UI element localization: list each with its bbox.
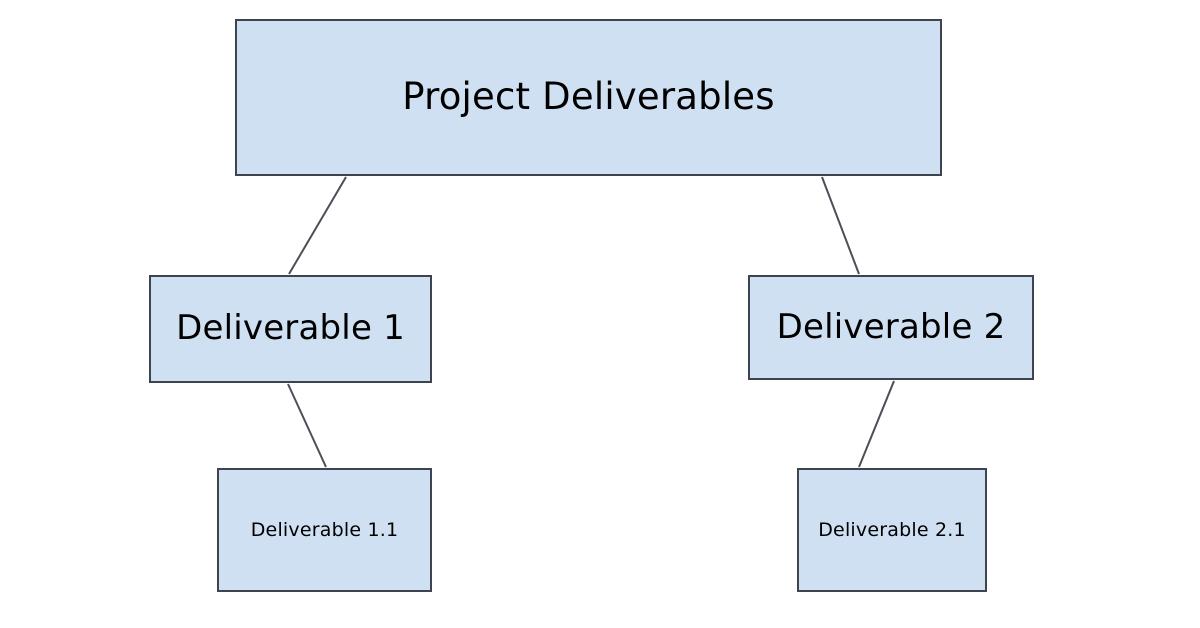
node-label-deliverable-1: Deliverable 1 [176, 308, 405, 349]
connector-root-to-deliverable-1 [288, 176, 347, 275]
node-deliverable-1-1[interactable]: Deliverable 1.1 [217, 468, 432, 592]
node-deliverable-2[interactable]: Deliverable 2 [748, 275, 1034, 380]
node-label-deliverable-1-1: Deliverable 1.1 [250, 518, 399, 541]
node-label-deliverable-2-1: Deliverable 2.1 [818, 518, 966, 541]
node-deliverable-2-1[interactable]: Deliverable 2.1 [797, 468, 987, 592]
node-label-project-deliverables: Project Deliverables [402, 75, 775, 119]
connector-root-to-deliverable-2 [821, 176, 860, 275]
node-deliverable-1[interactable]: Deliverable 1 [149, 275, 432, 383]
node-label-deliverable-2: Deliverable 2 [776, 306, 1006, 347]
node-project-deliverables[interactable]: Project Deliverables [235, 19, 942, 176]
connector-deliverable-1-to-deliverable-1-1 [287, 383, 327, 468]
connector-deliverable-2-to-deliverable-2-1 [858, 380, 895, 468]
